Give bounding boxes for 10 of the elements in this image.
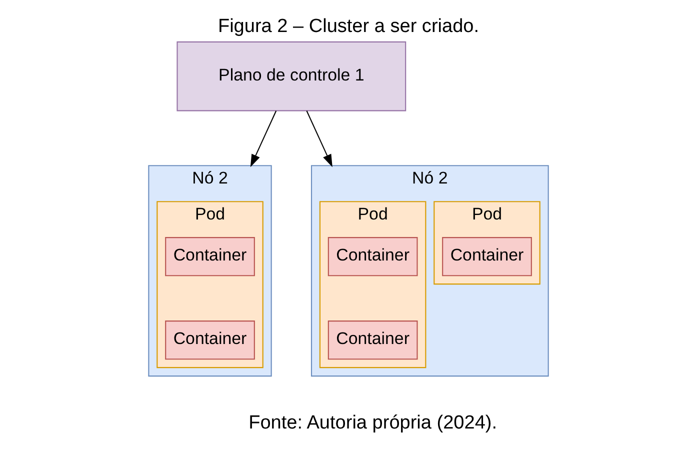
node-box: Container [164,320,254,360]
diagram-title: Figura 2 – Cluster a ser criado. [217,16,479,37]
node-box: Container [164,237,254,276]
node-box: Plano de controle 1 [176,41,406,112]
arrow [306,110,332,168]
node-box: Container [327,237,418,276]
node-box: Container [442,237,532,276]
node-box: Container [327,320,418,360]
arrow [250,110,276,168]
caption: Fonte: Autoria própria (2024). [248,412,497,434]
